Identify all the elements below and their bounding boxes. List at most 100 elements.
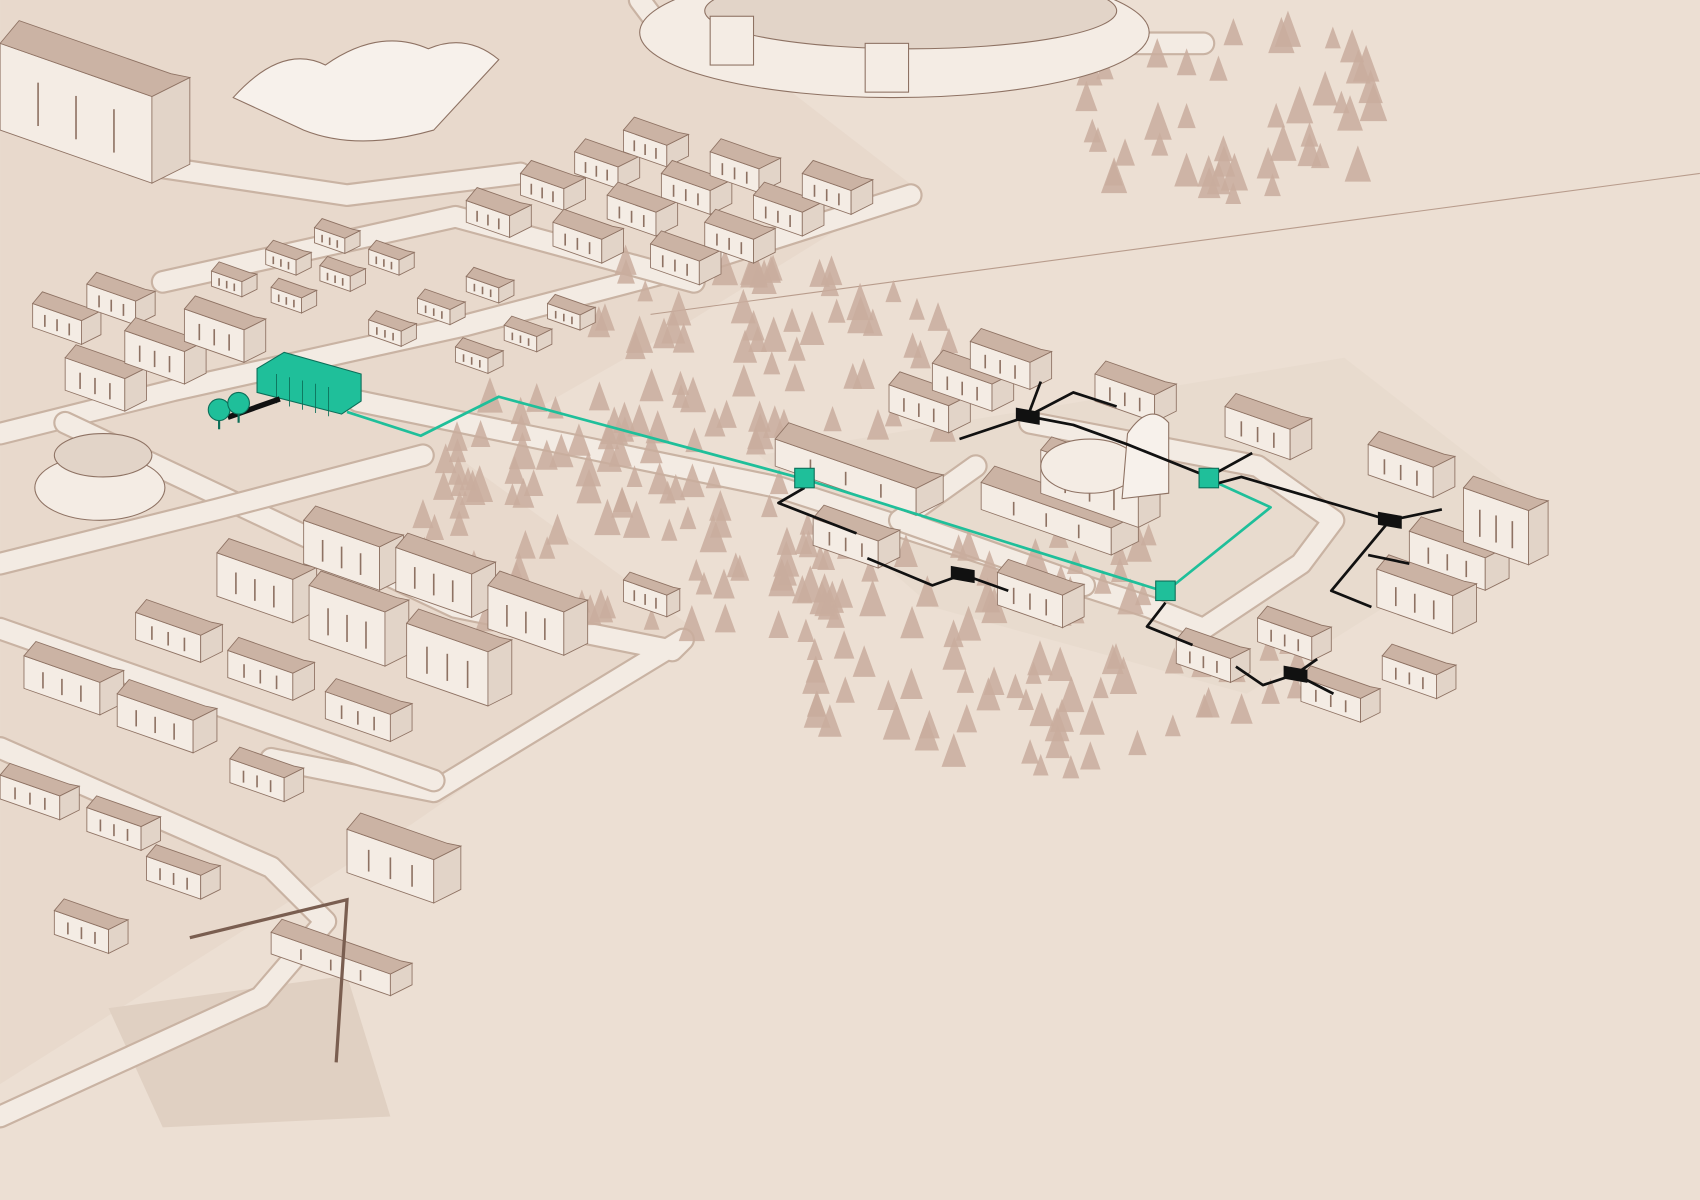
roof bbox=[622, 116, 690, 146]
distribution-box-icon bbox=[1283, 665, 1308, 683]
tree bbox=[680, 463, 705, 498]
tree bbox=[783, 307, 801, 332]
roof bbox=[622, 571, 682, 596]
tree bbox=[678, 605, 705, 642]
tree bbox=[726, 552, 745, 578]
tree bbox=[1174, 152, 1199, 187]
tree bbox=[900, 605, 924, 639]
roof bbox=[1462, 475, 1550, 512]
building bbox=[546, 293, 597, 331]
tree bbox=[942, 636, 967, 670]
tree bbox=[1267, 102, 1286, 128]
tree bbox=[817, 704, 842, 737]
roof bbox=[546, 293, 597, 316]
building bbox=[124, 317, 208, 385]
tree bbox=[1220, 152, 1249, 191]
tree bbox=[546, 513, 569, 545]
tree bbox=[799, 310, 825, 346]
tree bbox=[1025, 661, 1042, 684]
tree bbox=[1261, 678, 1280, 704]
roof bbox=[487, 570, 589, 613]
tree bbox=[915, 575, 939, 607]
roof bbox=[367, 310, 418, 332]
building bbox=[0, 20, 192, 184]
roof bbox=[465, 266, 516, 289]
tree bbox=[594, 498, 621, 536]
building bbox=[210, 261, 259, 298]
tree bbox=[1088, 126, 1108, 152]
tree bbox=[1092, 676, 1109, 699]
tree bbox=[796, 565, 824, 603]
tree bbox=[567, 423, 591, 456]
roof bbox=[801, 159, 875, 191]
tree bbox=[1110, 540, 1129, 566]
tree bbox=[1032, 753, 1049, 776]
building bbox=[1462, 475, 1550, 566]
distribution-box-icon bbox=[1015, 407, 1040, 425]
tree bbox=[835, 676, 855, 703]
roof bbox=[264, 239, 313, 261]
roof bbox=[23, 641, 126, 683]
tree bbox=[1259, 634, 1279, 661]
tree bbox=[1021, 739, 1040, 764]
tree bbox=[732, 364, 756, 397]
tree bbox=[716, 399, 737, 428]
tree bbox=[885, 279, 902, 303]
building bbox=[270, 918, 414, 997]
tree bbox=[470, 420, 491, 448]
tree bbox=[1195, 693, 1213, 718]
tree bbox=[447, 456, 469, 485]
roof bbox=[270, 277, 318, 299]
tree bbox=[504, 482, 521, 505]
building bbox=[1094, 360, 1178, 423]
tree bbox=[1197, 166, 1221, 199]
tree bbox=[1128, 729, 1147, 756]
roof bbox=[346, 812, 463, 861]
roof bbox=[454, 337, 505, 359]
building bbox=[1256, 605, 1333, 662]
tree bbox=[826, 602, 845, 628]
tree bbox=[704, 407, 726, 437]
building bbox=[416, 288, 467, 326]
tree bbox=[820, 580, 845, 613]
tree bbox=[1297, 133, 1322, 167]
building bbox=[454, 337, 505, 375]
tree bbox=[1324, 26, 1341, 49]
road bbox=[152, 207, 704, 292]
tree bbox=[433, 470, 455, 500]
tree bbox=[425, 513, 445, 540]
building bbox=[86, 271, 157, 326]
tree bbox=[511, 414, 532, 442]
building-layer bbox=[0, 0, 1550, 1063]
tree bbox=[661, 310, 686, 344]
tree bbox=[1140, 523, 1157, 546]
tree bbox=[596, 437, 622, 472]
roof bbox=[134, 598, 224, 636]
tree bbox=[803, 690, 831, 728]
distribution-network-line bbox=[959, 414, 1210, 479]
tree bbox=[639, 368, 664, 402]
network-layer bbox=[207, 351, 1443, 695]
building bbox=[0, 762, 81, 821]
roof bbox=[86, 271, 157, 302]
roof bbox=[1367, 430, 1457, 468]
building bbox=[405, 608, 514, 707]
building bbox=[319, 255, 367, 293]
roof bbox=[0, 20, 192, 97]
tree bbox=[1109, 656, 1138, 694]
tree bbox=[617, 259, 635, 284]
tree bbox=[784, 363, 806, 392]
roof bbox=[116, 678, 219, 721]
building bbox=[503, 315, 554, 353]
tree bbox=[1344, 145, 1372, 182]
building bbox=[86, 795, 162, 852]
tree bbox=[1223, 18, 1244, 46]
tree bbox=[714, 603, 736, 633]
tree bbox=[510, 396, 531, 425]
tree bbox=[809, 258, 830, 287]
roof bbox=[395, 532, 497, 575]
tree bbox=[713, 568, 735, 599]
tree bbox=[1286, 85, 1314, 124]
tree bbox=[1022, 538, 1049, 574]
